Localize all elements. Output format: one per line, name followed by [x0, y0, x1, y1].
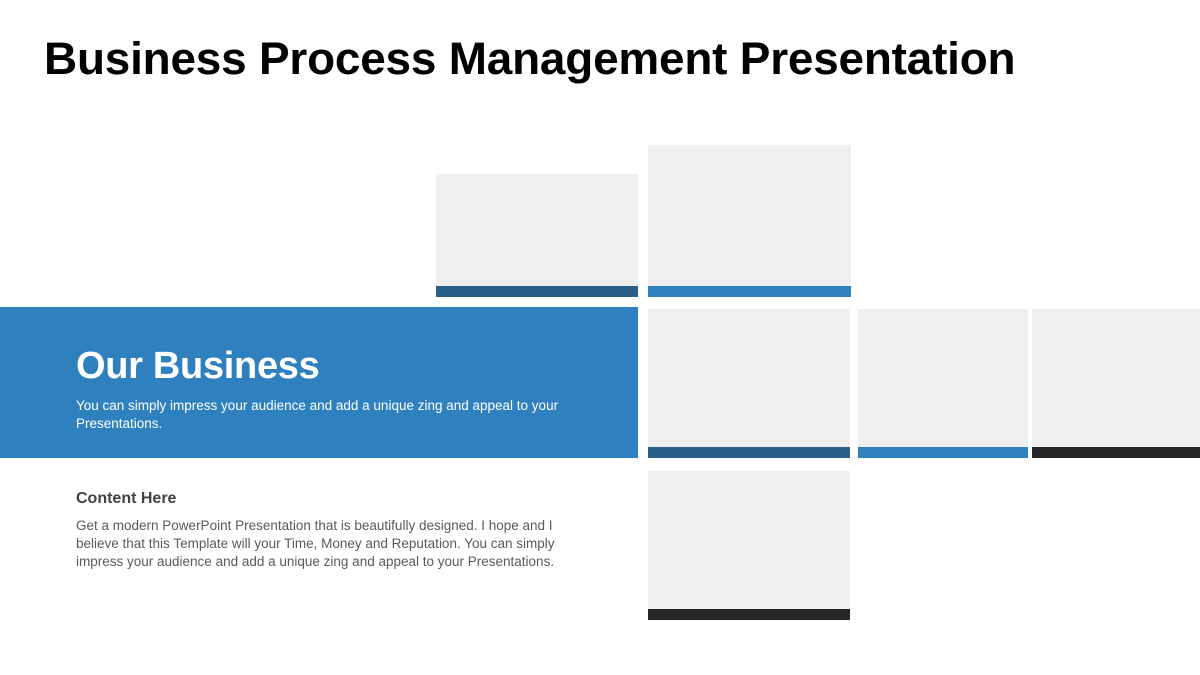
image-placeholder-fill — [648, 309, 850, 447]
page-title: Business Process Management Presentation — [44, 33, 1016, 84]
image-placeholder-fill — [648, 145, 851, 286]
image-placeholder-middle-a[interactable] — [648, 309, 850, 458]
content-body: Get a modern PowerPoint Presentation tha… — [76, 517, 555, 570]
banner-subtitle: You can simply impress your audience and… — [76, 398, 559, 431]
accent-bar-black — [1032, 447, 1200, 458]
image-placeholder-top-right[interactable] — [648, 145, 851, 297]
content-block: Content Here Get a modern PowerPoint Pre… — [76, 490, 588, 571]
accent-bar-dark-blue — [436, 286, 638, 297]
our-business-banner: Our Business You can simply impress your… — [0, 307, 638, 458]
image-placeholder-fill — [1032, 309, 1200, 447]
image-placeholder-middle-b[interactable] — [858, 309, 1028, 458]
image-placeholder-bottom[interactable] — [648, 471, 850, 620]
accent-bar-dark-blue — [648, 447, 850, 458]
accent-bar-black — [648, 609, 850, 620]
image-placeholder-fill — [648, 471, 850, 609]
image-placeholder-top-left[interactable] — [436, 174, 638, 297]
accent-bar-blue — [858, 447, 1028, 458]
image-placeholder-fill — [858, 309, 1028, 447]
image-placeholder-fill — [436, 174, 638, 286]
content-heading: Content Here — [76, 490, 177, 507]
image-placeholder-middle-c[interactable] — [1032, 309, 1200, 458]
accent-bar-blue — [648, 286, 851, 297]
banner-heading: Our Business — [76, 345, 320, 387]
